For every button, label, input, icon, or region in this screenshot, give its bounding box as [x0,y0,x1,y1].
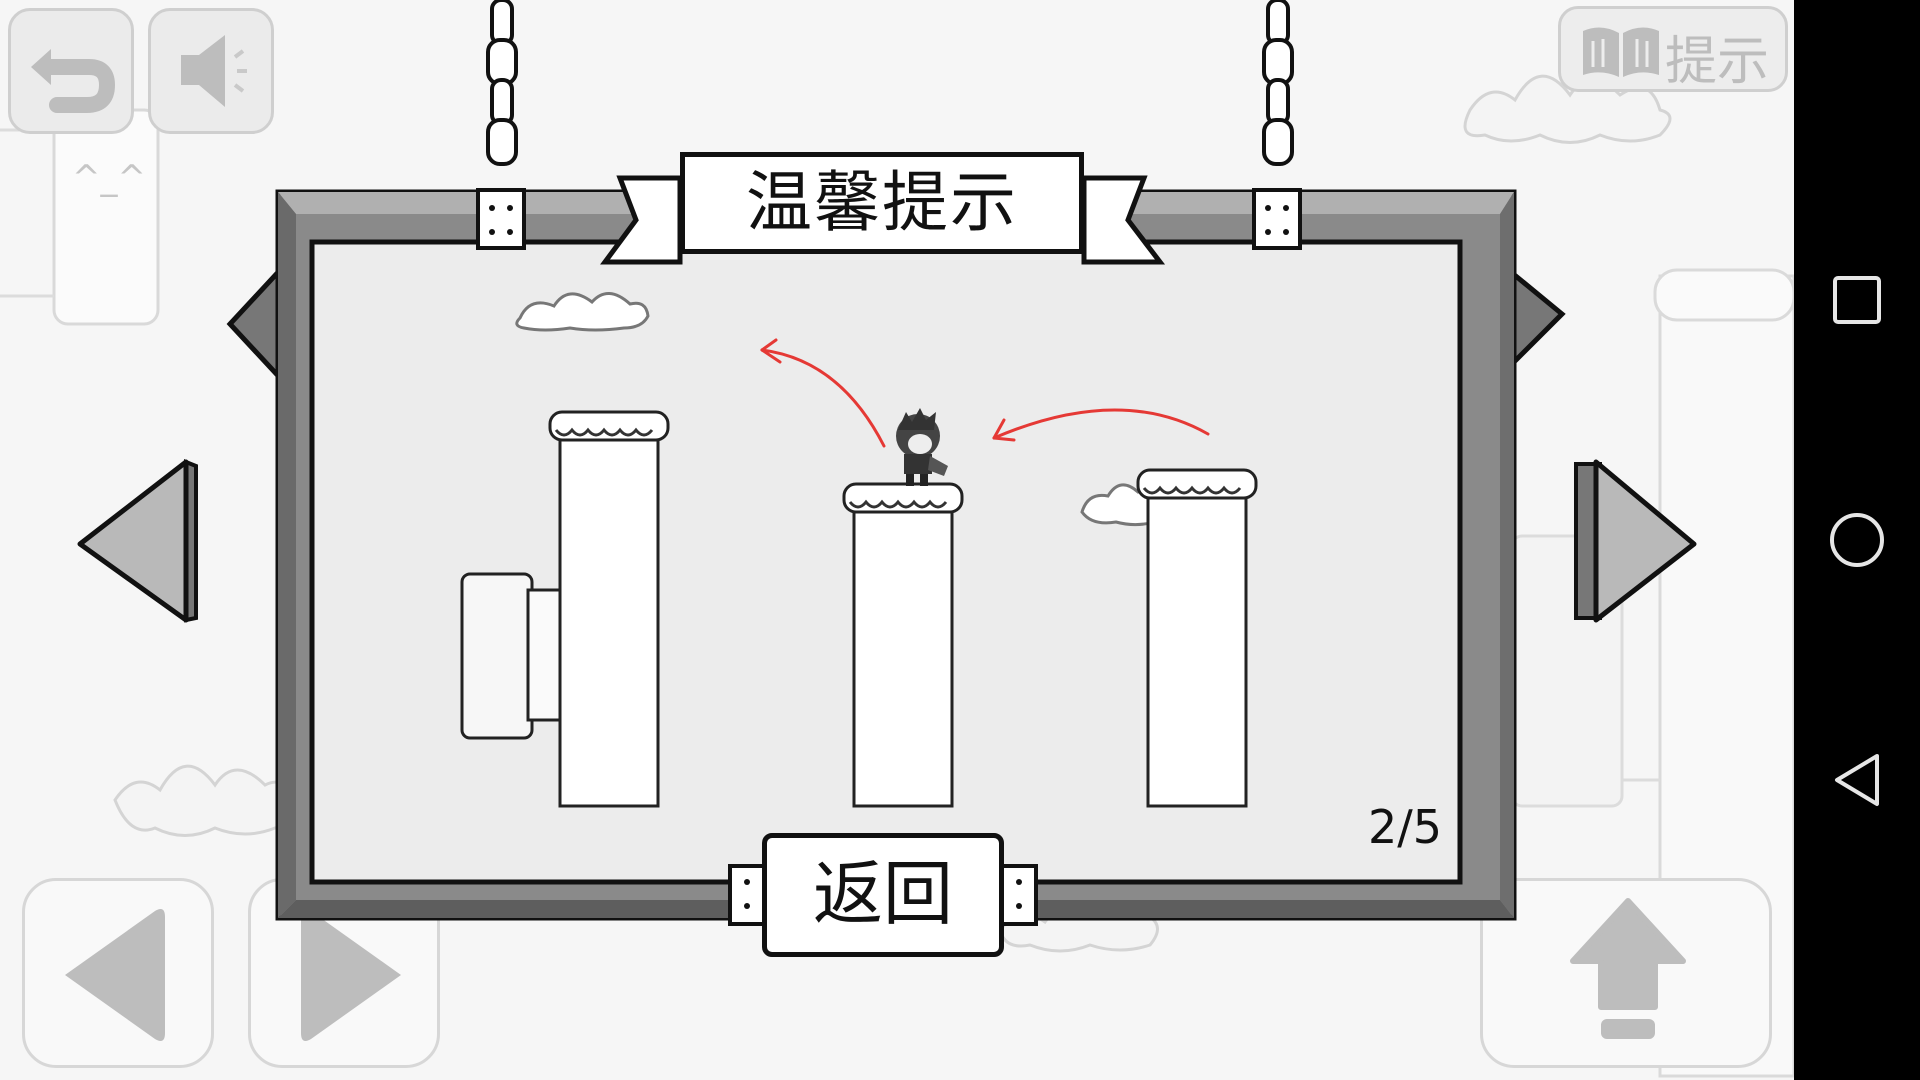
triangle-left-icon [77,459,198,623]
jump-button[interactable] [1480,878,1772,1068]
hint-illustration [460,292,1258,808]
jump-up-arrow-icon [1570,898,1686,1039]
left-arrow-icon [65,909,165,1041]
red-curved-arrows [760,338,1210,448]
game-area: ^_^ 提示 [0,0,1794,1078]
recents-button[interactable] [1794,240,1920,360]
hint-label: 提示 [1665,32,1770,92]
hooded-character [896,408,948,486]
page-indicator: 2/5 [1367,800,1442,854]
square-icon [1833,276,1881,324]
circle-icon [1830,513,1884,567]
pillar-right [1136,468,1258,808]
pillar-left [548,410,670,808]
home-button[interactable] [1794,480,1920,600]
back-nav-button[interactable] [1794,720,1920,840]
prev-page-button[interactable] [76,458,206,624]
sound-button[interactable] [148,8,274,134]
open-book-icon [1583,27,1659,78]
triangle-right-icon [1574,459,1697,623]
triangle-back-icon [1835,754,1879,806]
right-arrow-icon [301,909,401,1041]
pillar-middle [842,482,964,808]
speaker-muted-icon [181,35,247,107]
dialog-title: 温馨提示 [680,152,1084,254]
next-page-button[interactable] [1570,458,1700,624]
system-nav-bar [1794,0,1920,1080]
back-button[interactable]: 返回 [762,833,1004,957]
undo-button[interactable] [8,8,134,134]
hint-button[interactable]: 提示 [1558,6,1788,92]
face-text: ^_^ [72,158,146,198]
undo-arrow-icon [31,49,116,113]
move-left-button[interactable] [22,878,214,1068]
